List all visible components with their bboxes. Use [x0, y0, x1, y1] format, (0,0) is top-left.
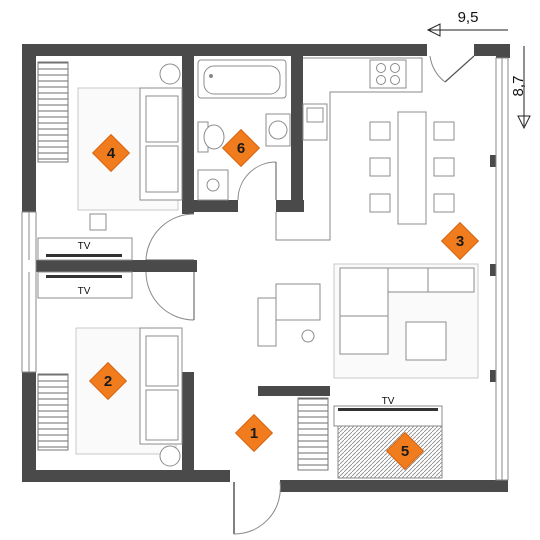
dining-chair-5 — [433, 157, 455, 177]
bottom-wall-left — [22, 470, 230, 482]
bedroom-2: TV — [37, 271, 183, 467]
dining-chair-2 — [369, 157, 391, 177]
top-wall — [22, 44, 427, 56]
desk — [275, 283, 321, 321]
arrow-down-icon — [517, 115, 531, 130]
bedroom4-stool — [89, 213, 107, 231]
doors — [145, 55, 475, 535]
dining-chair-6 — [433, 193, 455, 213]
bedroom4-door-swing — [145, 213, 195, 261]
room-marker-5: 5 — [385, 431, 425, 471]
sofa-chaise — [339, 267, 389, 355]
bedroom4-right-wall — [182, 44, 194, 214]
room-marker-1-diamond — [234, 413, 274, 453]
room-marker-2-label: 2 — [104, 373, 112, 390]
hall-wall — [258, 386, 330, 396]
bottom-wall-right — [280, 480, 498, 492]
hall-wardrobe — [297, 397, 329, 471]
left-wall-lower — [22, 372, 36, 482]
bedroom4-tv-label: TV — [78, 241, 91, 252]
bathtub-basin — [203, 65, 281, 95]
toilet-bowl — [203, 124, 225, 150]
bathroom-door-swing — [237, 161, 277, 201]
room-marker-3-label: 3 — [456, 233, 464, 250]
width-dimension: 9,5 — [426, 9, 508, 37]
balcony-door-swing — [429, 55, 446, 83]
width-dimension-label: 9,5 — [458, 9, 479, 26]
room-marker-2-diamond — [88, 361, 128, 401]
dining-chair-3 — [369, 193, 391, 213]
kitchen-living-3 — [257, 57, 479, 379]
room-marker-3-diamond — [440, 221, 480, 261]
bedroom4-pillow-2 — [145, 145, 179, 193]
bedroom2-lamp — [159, 445, 181, 467]
kitchen-counter — [275, 57, 423, 241]
bedroom2-wardrobe — [37, 373, 69, 451]
bedroom4-tv — [46, 254, 122, 257]
hall-and-room-5: TV — [297, 396, 443, 479]
room-marker-6-label: 6 — [237, 140, 245, 157]
bedroom2-right-wall — [182, 372, 194, 482]
desk-chair — [301, 329, 315, 343]
sink-bowl — [268, 120, 288, 140]
room-marker-6: 6 — [221, 128, 261, 168]
bedroom2-pillow-2 — [145, 389, 179, 441]
arrow-left-icon — [426, 23, 441, 37]
bathroom-6 — [197, 59, 291, 201]
room5-tv — [338, 408, 438, 411]
bathroom-bottom-wall-left — [194, 200, 238, 212]
room-marker-5-diamond — [385, 431, 425, 471]
balcony-door — [444, 55, 475, 83]
dining-chair-1 — [369, 121, 391, 141]
room-marker-3: 3 — [440, 221, 480, 261]
right-wall-top — [496, 44, 510, 58]
stove — [369, 59, 407, 89]
room5-tv-label: TV — [382, 396, 395, 407]
left-wall-upper — [22, 44, 36, 212]
bathroom-right-wall — [291, 56, 303, 212]
entrance-door-swing — [233, 481, 281, 535]
windows — [21, 57, 509, 481]
room-marker-2: 2 — [88, 361, 128, 401]
room-markers: 1 2 3 4 5 6 — [88, 128, 480, 471]
bedroom4-pillow-1 — [145, 95, 179, 143]
desk-bench — [257, 297, 277, 347]
bedroom4-wardrobe — [37, 61, 69, 163]
bedroom2-pillow-1 — [145, 335, 179, 387]
dining-chair-4 — [433, 121, 455, 141]
bedroom2-tv-label: TV — [78, 286, 91, 297]
room-marker-4-diamond — [91, 133, 131, 173]
bedroom-4: TV — [37, 61, 183, 261]
bedroom2-tv — [46, 275, 122, 278]
dining-table — [397, 111, 427, 225]
height-dimension-label: 8,7 — [510, 76, 527, 97]
room-marker-1: 1 — [234, 413, 274, 453]
washing-machine-drum — [206, 178, 220, 192]
room-marker-5-label: 5 — [401, 443, 409, 460]
room-marker-4: 4 — [91, 133, 131, 173]
bathtub-drain — [209, 74, 213, 78]
bedrooms-divider-wall — [22, 260, 197, 272]
room-marker-1-label: 1 — [250, 425, 258, 442]
bedroom2-door-swing — [145, 271, 195, 321]
coffee-table — [405, 321, 447, 361]
height-dimension: 8,7 — [510, 46, 531, 130]
room-marker-6-diamond — [221, 128, 261, 168]
kitchen-sink-basin — [306, 107, 324, 123]
bedroom4-lamp — [159, 63, 181, 85]
room-marker-4-label: 4 — [107, 145, 116, 162]
